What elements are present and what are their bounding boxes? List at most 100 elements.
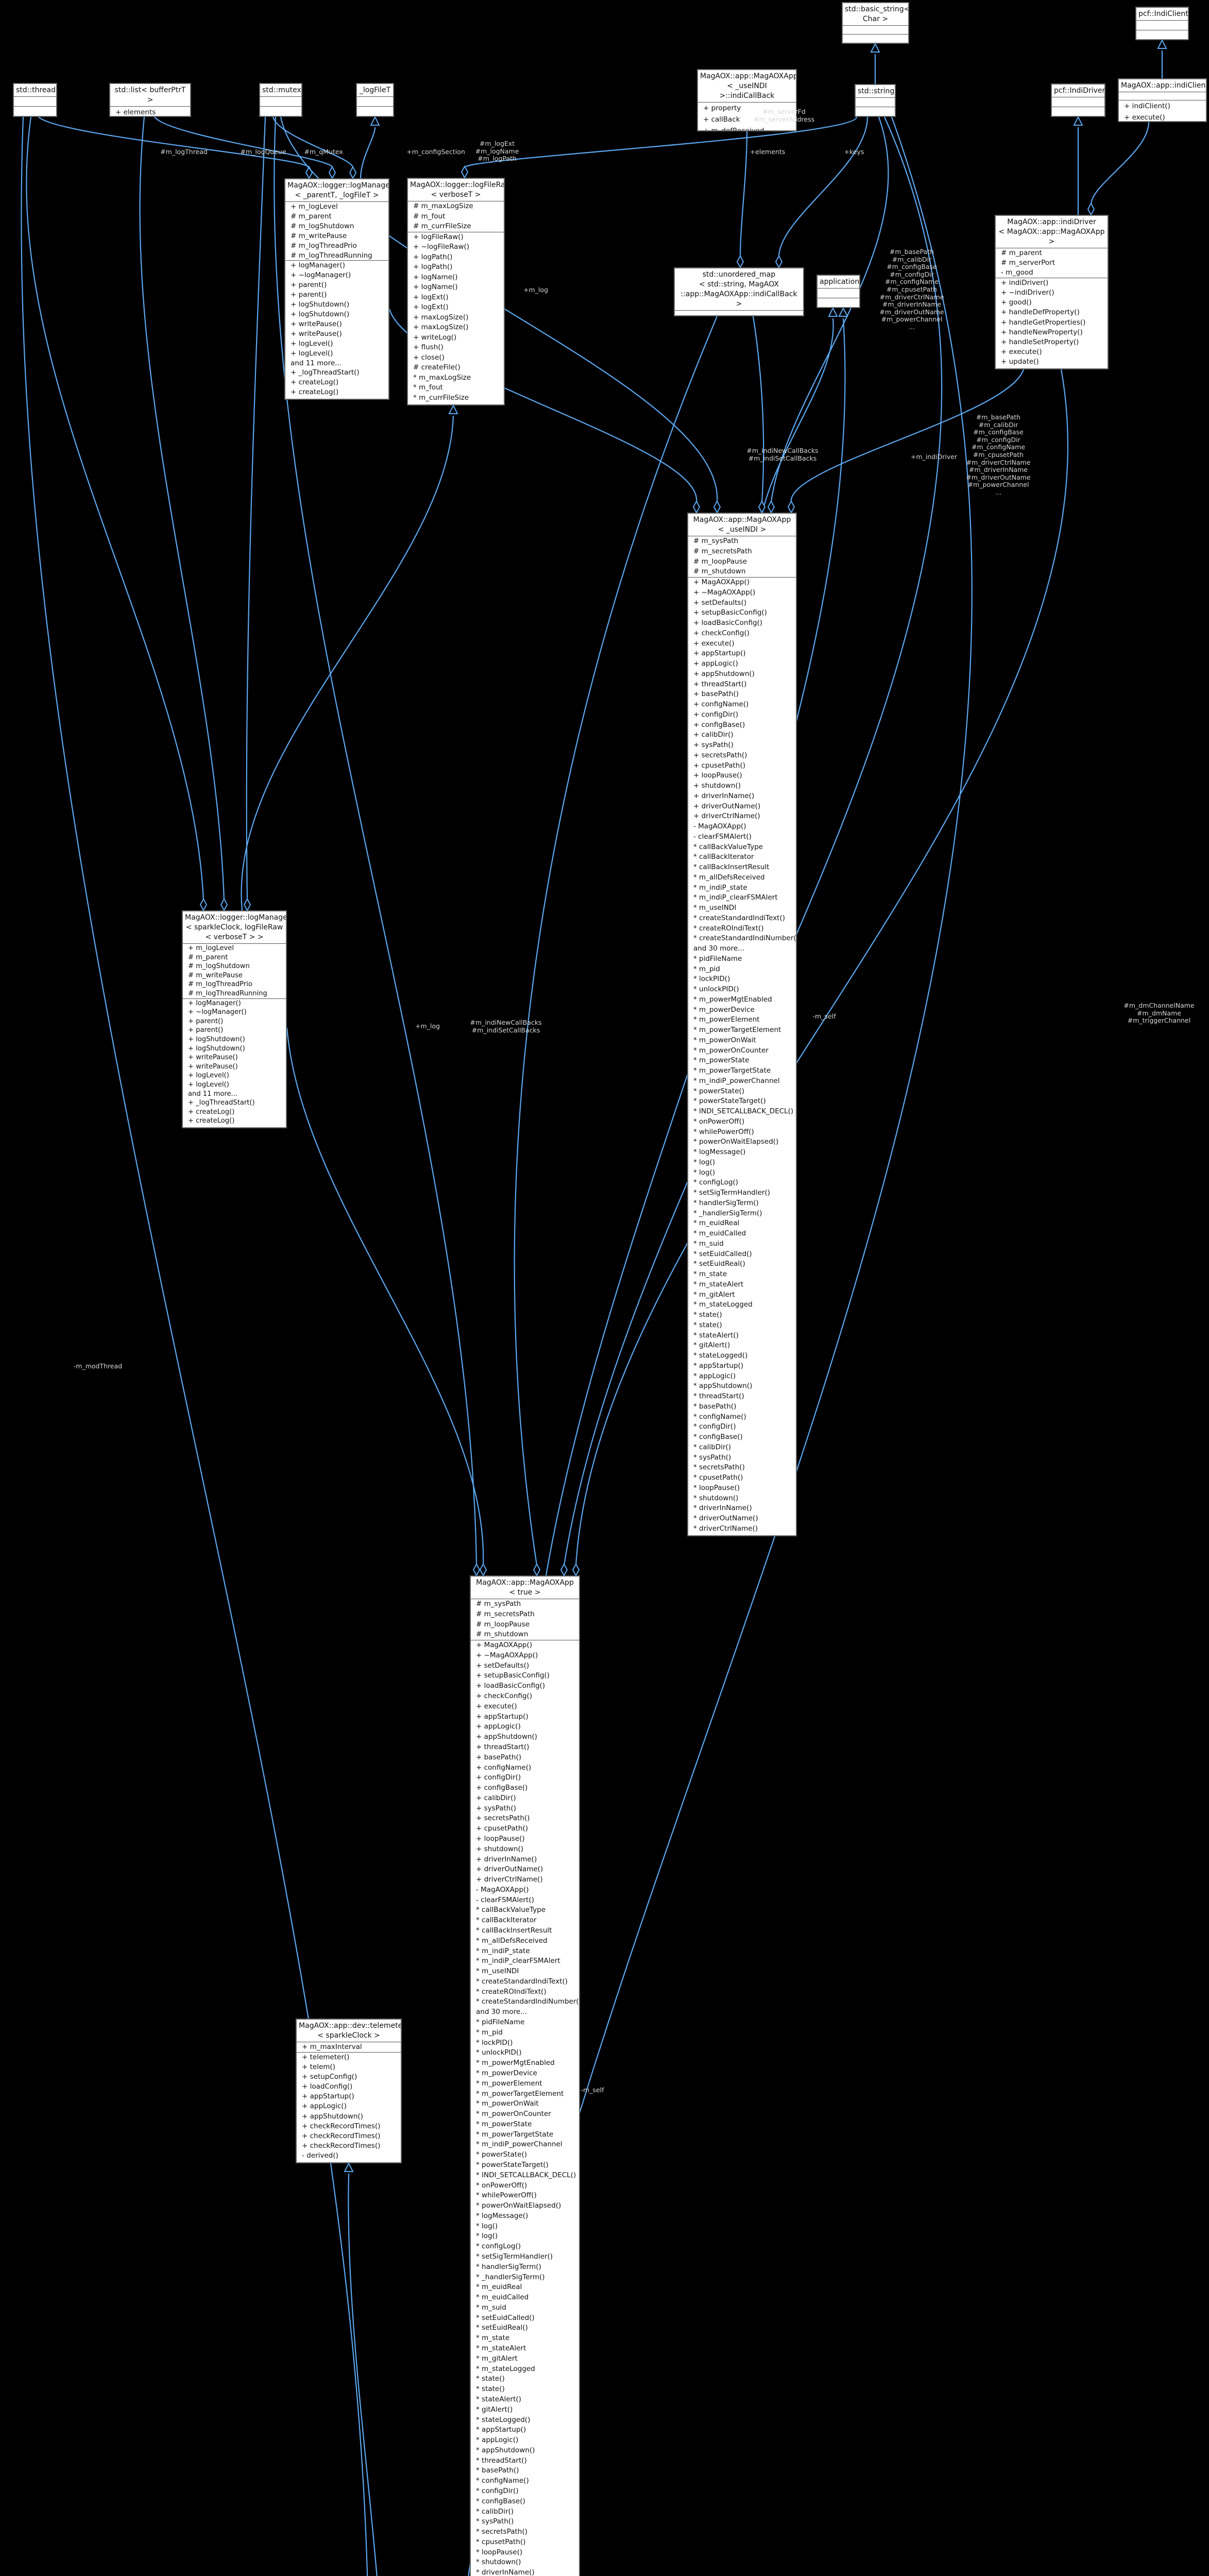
member-line: * powerStateTarget() [693, 1097, 766, 1106]
member-line: * appStartup() [693, 1361, 744, 1370]
class-node-appTrue[interactable]: MagAOX::app::MagAOXApp < true ># m_sysPa… [470, 1575, 580, 2576]
class-node-application[interactable]: application [816, 275, 860, 308]
class-title: std::basic_string< Char > [845, 5, 909, 23]
class-node-appUse[interactable]: MagAOX::app::MagAOXApp < _useINDI ># m_s… [687, 513, 797, 1536]
member-line: * onPowerOff() [693, 1117, 745, 1126]
member-line: * createStandardIndiNumber() [693, 934, 797, 943]
member-line: + shutdown() [693, 782, 741, 790]
class-node-bufferList[interactable]: std::list< bufferPtrT >+ elements [109, 83, 191, 117]
member-line: * gitAlert() [693, 1341, 730, 1350]
class-node-logFileT[interactable]: _logFileT [356, 83, 394, 117]
member-line: * basePath() [476, 2466, 519, 2475]
edge-mutex-appUse [280, 116, 718, 503]
aggregation-diamond-icon [713, 500, 721, 514]
class-node-indiClientM[interactable]: MagAOX::app::indiClient+ indiClient()+ e… [1118, 78, 1207, 122]
member-line: - MagAOXApp() [476, 1885, 529, 1894]
member-line: + logManager() [291, 261, 345, 270]
member-line: * INDI_SETCALLBACK_DECL() [693, 1107, 794, 1115]
edge-label: +keys [844, 148, 864, 156]
member-line: * log() [476, 2232, 498, 2241]
class-node-pcfIndiClient[interactable]: pcf::IndiClient [1135, 7, 1189, 40]
class-node-basicString[interactable]: std::basic_string< Char > [842, 2, 909, 44]
member-line: * m_euidReal [693, 1219, 740, 1228]
member-line: # m_logShutdown [291, 222, 354, 230]
class-node-indiDriverBox[interactable]: MagAOX::app::indiDriver < MagAOX::app::M… [995, 215, 1109, 369]
member-line: # m_logThreadPrio [291, 241, 357, 250]
edge-mutex-appTrue [274, 116, 478, 1566]
member-line: + writePause() [188, 1054, 238, 1062]
member-line: * configName() [693, 1412, 746, 1421]
member-line: * callBackValueType [693, 842, 763, 851]
class-node-umap[interactable]: std::unordered_map < std::string, MagAOX… [674, 267, 804, 316]
class-node-logFileRaw[interactable]: MagAOX::logger::logFileRaw < verboseT >#… [407, 178, 505, 405]
edge-sparkle-telemeter [348, 2173, 378, 2576]
methods-compartment [260, 106, 301, 116]
class-node-indiCB[interactable]: MagAOX::app::MagAOXApp < _useINDI >::ind… [697, 69, 797, 131]
member-line: * m_pid [693, 964, 720, 973]
member-line: * m_euidCalled [693, 1229, 746, 1238]
member-line: * m_indiP_state [693, 883, 747, 892]
methods-compartment [843, 34, 908, 43]
class-node-mutex[interactable]: std::mutex [259, 83, 302, 117]
member-line: * m_indiP_clearFSMAlert [476, 1957, 560, 1965]
edge-label: -m_self [581, 2086, 604, 2094]
member-line: * sysPath() [476, 2517, 514, 2526]
class-title: MagAOX::logger::logManager < _parentT, _… [287, 181, 389, 199]
member-line: + execute() [693, 639, 735, 648]
edge-label: +m_log [415, 1022, 440, 1030]
member-line: * m_euidReal [476, 2283, 522, 2292]
member-line: * m_maxLogSize [413, 373, 471, 382]
member-line: * loopPause() [476, 2548, 523, 2556]
member-line: * m_currFileSize [413, 393, 469, 402]
attributes-compartment: + property+ callBack+ m_defReceived [698, 102, 796, 130]
member-line: + _logThreadStart() [188, 1099, 255, 1107]
class-node-stdString[interactable]: std::string [855, 84, 896, 117]
member-line: * INDI_SETCALLBACK_DECL() [476, 2171, 576, 2179]
attributes-compartment: # m_sysPath# m_secretsPath# m_loopPause#… [688, 536, 796, 577]
member-line: # m_loopPause [476, 1620, 530, 1629]
member-line: * createStandardIndiNumber() [476, 1997, 580, 2006]
member-line: + shutdown() [476, 1844, 524, 1853]
member-line: * logMessage() [693, 1148, 746, 1156]
member-line: + createLog() [291, 388, 339, 397]
methods-compartment [1052, 106, 1104, 116]
member-line: + appStartup() [693, 649, 746, 658]
member-line: * setEuidCalled() [476, 2313, 535, 2322]
member-line: + logLevel() [188, 1072, 229, 1080]
class-title: std::list< bufferPtrT > [114, 86, 186, 104]
member-line: + MagAOXApp() [693, 578, 750, 586]
class-title: std::string [858, 87, 895, 95]
class-node-thread[interactable]: std::thread [13, 83, 57, 117]
attributes-compartment [843, 25, 908, 34]
class-node-logMgrP[interactable]: MagAOX::logger::logManager < _parentT, _… [284, 178, 389, 400]
member-line: + telemeter() [302, 2053, 350, 2062]
member-line: + m_maxInterval [302, 2043, 362, 2051]
member-line: * m_powerOnCounter [693, 1046, 769, 1055]
member-line: * m_indiP_state [476, 1946, 530, 1955]
member-line: * createROIndiText() [693, 924, 764, 933]
member-line: + indiClient() [1124, 102, 1170, 110]
methods-compartment [856, 107, 895, 116]
attributes-compartment: # m_parent# m_serverPort- m_good [996, 248, 1108, 278]
class-node-logMgrS[interactable]: MagAOX::logger::logManager < sparkleCloc… [182, 910, 287, 1128]
inheritance-arrow-icon [370, 115, 380, 126]
member-line: * secretsPath() [693, 1463, 745, 1472]
member-line: * m_powerMgtEnabled [476, 2059, 555, 2067]
member-line: * powerState() [476, 2150, 527, 2159]
member-line: + createLog() [188, 1108, 235, 1116]
member-line: + setDefaults() [693, 598, 747, 607]
class-node-pcfIndiDriver[interactable]: pcf::IndiDriver [1051, 83, 1105, 117]
methods-compartment: + logManager()+ ~logManager()+ parent()+… [285, 260, 388, 397]
member-line: * state() [693, 1311, 722, 1319]
member-line: + property [703, 104, 741, 112]
member-line: # m_logThreadRunning [291, 251, 372, 260]
member-line: * m_euidCalled [476, 2293, 529, 2302]
member-line: * m_fout [413, 383, 443, 392]
member-line: + writeLog() [413, 333, 457, 342]
member-line: * m_powerTargetState [476, 2130, 554, 2139]
class-node-telemeter[interactable]: MagAOX::app::dev::telemeter < sparkleClo… [296, 2019, 402, 2163]
member-line: + writePause() [291, 319, 342, 328]
member-line: * m_gitAlert [476, 2354, 518, 2363]
member-line: * calibDir() [476, 2507, 514, 2516]
member-line: + driverOutName() [476, 1865, 543, 1874]
